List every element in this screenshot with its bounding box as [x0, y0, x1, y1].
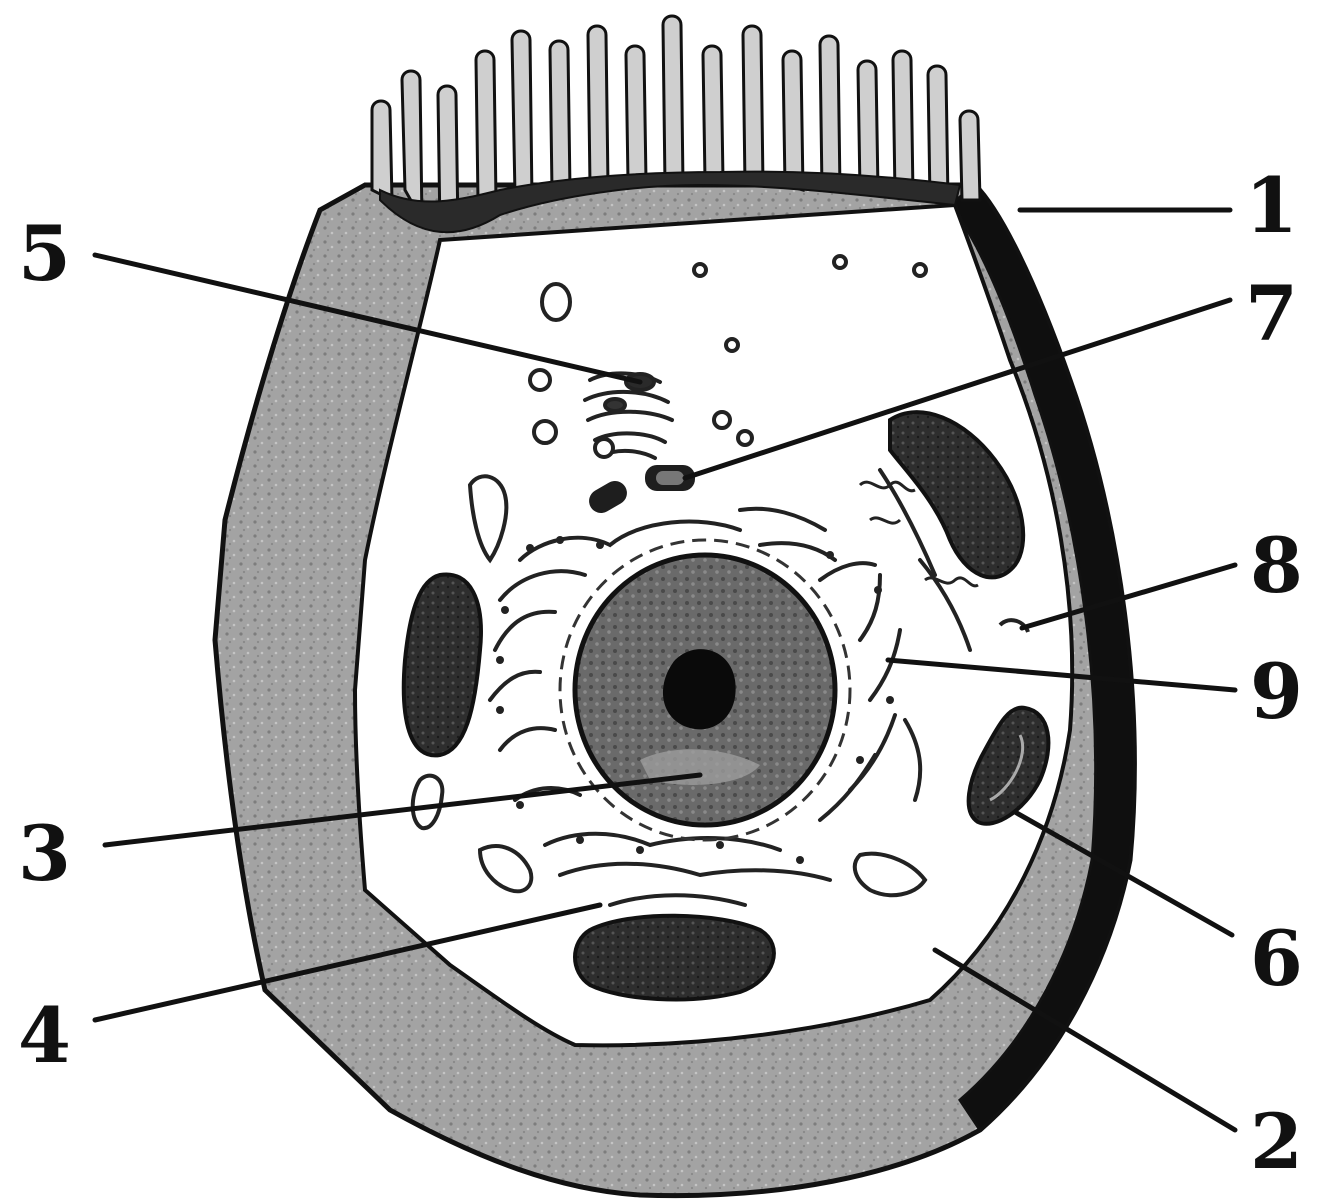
label-7: 7 [1245, 269, 1298, 358]
mitochondrion-bottom [575, 916, 774, 1000]
label-8: 8 [1250, 521, 1303, 610]
label-4: 4 [18, 991, 71, 1080]
label-9: 9 [1250, 647, 1303, 736]
label-6: 6 [1250, 914, 1303, 1003]
label-3: 3 [18, 809, 71, 898]
label-1: 1 [1245, 161, 1298, 250]
label-5: 5 [18, 209, 71, 298]
label-2: 2 [1250, 1097, 1303, 1186]
